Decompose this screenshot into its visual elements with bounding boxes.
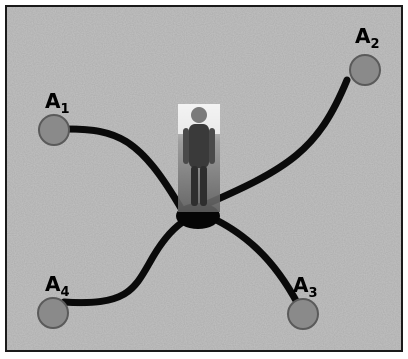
wire-a3 <box>204 212 306 316</box>
node-a2-circle <box>349 54 381 86</box>
node-a2-label: A2 <box>355 24 380 52</box>
wire-group <box>60 76 351 316</box>
node-a4: A4 <box>37 272 70 329</box>
wire-a2 <box>198 76 351 210</box>
node-a2: A2 <box>349 24 381 86</box>
node-a3-circle <box>287 298 319 330</box>
node-a3: A3 <box>287 273 319 330</box>
wire-a1 <box>62 125 186 214</box>
node-a3-label: A3 <box>293 273 318 301</box>
node-a1: A1 <box>38 89 70 146</box>
node-a4-circle <box>37 297 69 329</box>
node-a1-circle <box>38 114 70 146</box>
hub <box>176 104 220 229</box>
node-a1-label: A1 <box>45 89 70 117</box>
diagram-frame <box>5 5 403 352</box>
wire-a4 <box>60 216 190 307</box>
standing-figure-icon <box>178 104 220 212</box>
node-a4-label: A4 <box>45 272 70 300</box>
